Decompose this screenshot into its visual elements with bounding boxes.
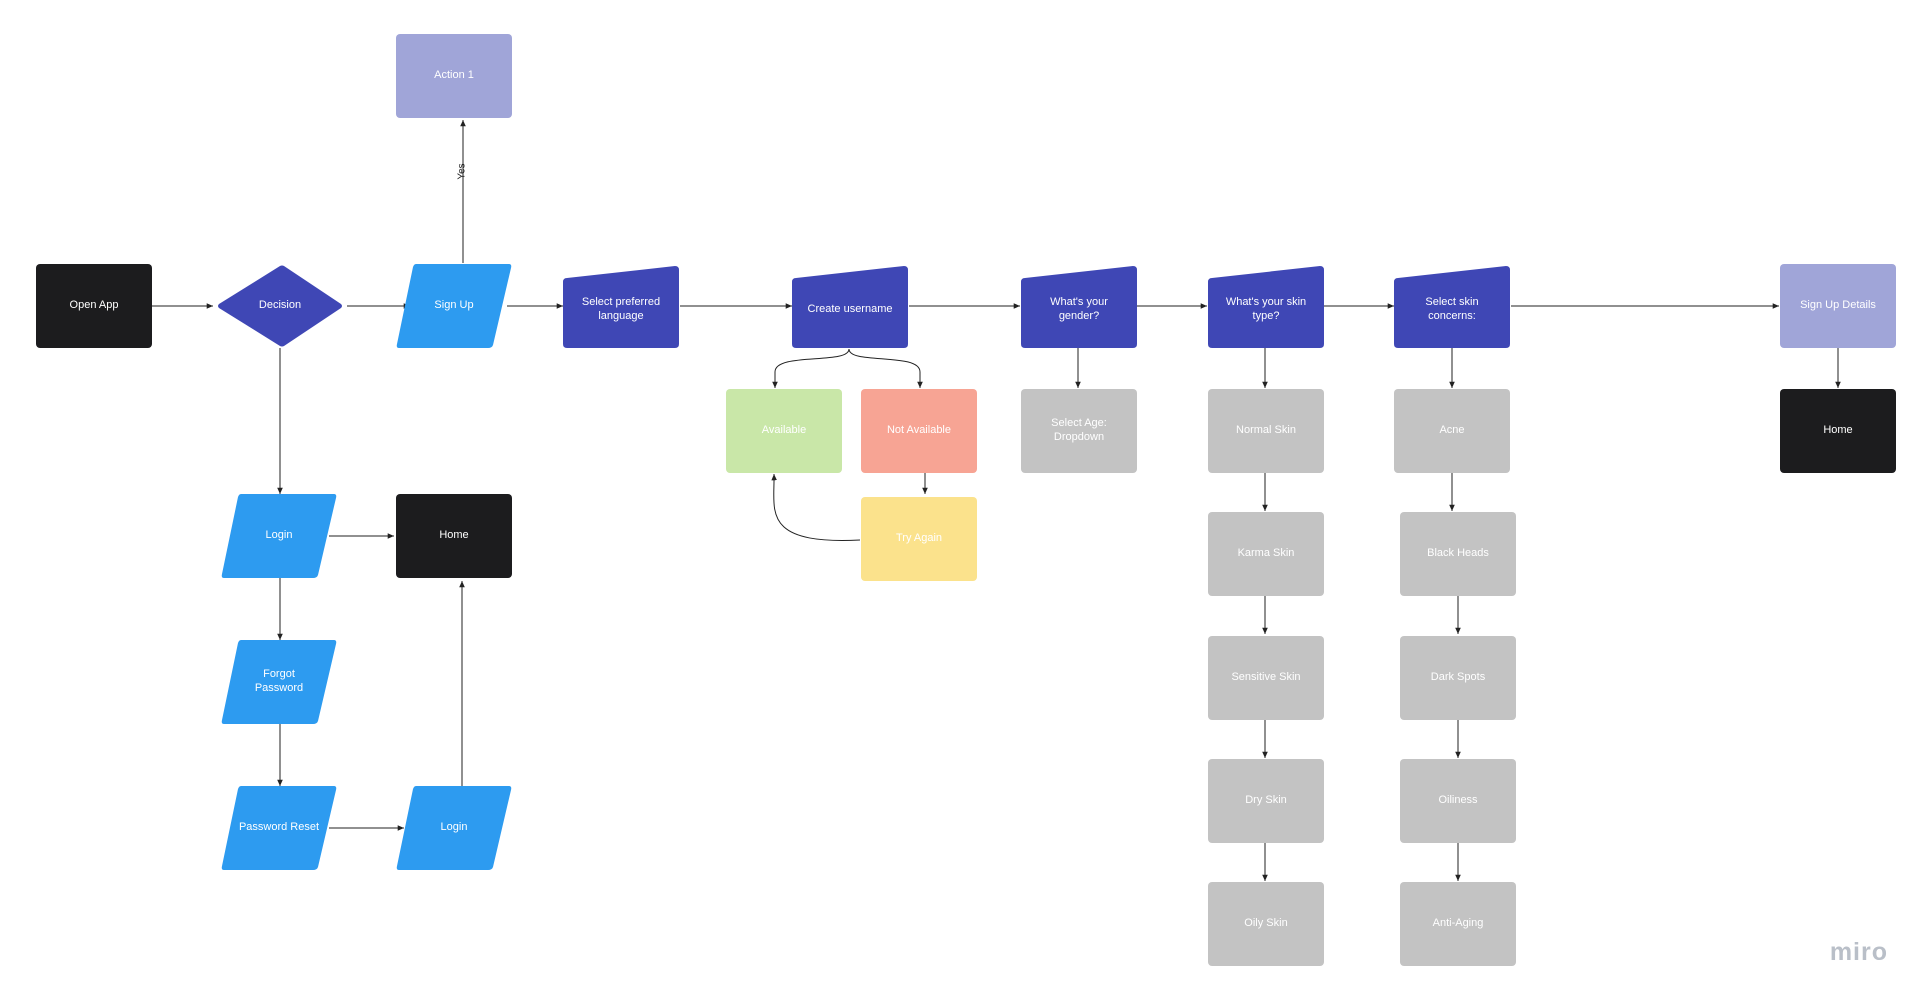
node-not-available-label: Not Available: [886, 424, 951, 437]
edge-tryagain-available: [771, 473, 861, 541]
node-skin-type[interactable]: What's your skin type?: [1208, 264, 1324, 348]
node-acne-label: Acne: [1439, 424, 1465, 437]
diamond-shape: [218, 265, 342, 347]
node-oily-skin[interactable]: Oily Skin: [1208, 882, 1324, 966]
node-not-available[interactable]: Not Available: [861, 389, 977, 473]
node-sensitive-skin-label: Sensitive Skin: [1231, 671, 1301, 684]
node-available[interactable]: Available: [726, 389, 842, 473]
node-oily-skin-label: Oily Skin: [1244, 917, 1288, 930]
edge-label-yes: Yes: [456, 163, 468, 180]
node-open-app[interactable]: Open App: [36, 264, 152, 348]
node-login-after-reset-label: Login: [440, 821, 468, 834]
node-select-language[interactable]: Select preferred language: [563, 264, 679, 348]
node-skin-type-label: What's your skin type?: [1225, 296, 1307, 322]
node-anti-aging-label: Anti-Aging: [1432, 917, 1484, 930]
node-anti-aging[interactable]: Anti-Aging: [1400, 882, 1516, 966]
manual-input-shape: [1021, 266, 1137, 348]
node-sign-up-details-label: Sign Up Details: [1800, 299, 1876, 312]
node-select-language-label: Select preferred language: [581, 296, 661, 322]
node-password-reset-label: Password Reset: [238, 821, 320, 834]
node-home-login[interactable]: Home: [396, 494, 512, 578]
node-home-login-label: Home: [439, 529, 469, 542]
node-create-username[interactable]: Create username: [792, 264, 908, 348]
node-select-age-label: Select Age: Dropdown: [1051, 417, 1107, 443]
node-action-1-label: Action 1: [434, 69, 474, 82]
parallelogram-shape: [396, 264, 512, 348]
parallelogram-shape: [221, 494, 337, 578]
node-black-heads[interactable]: Black Heads: [1400, 512, 1516, 596]
node-gender[interactable]: What's your gender?: [1021, 264, 1137, 348]
node-try-again-label: Try Again: [895, 532, 943, 545]
node-sign-up-label: Sign Up: [434, 299, 474, 312]
node-skin-concerns-label: Select skin concerns:: [1425, 296, 1479, 322]
node-sign-up-details[interactable]: Sign Up Details: [1780, 264, 1896, 348]
node-open-app-label: Open App: [69, 299, 119, 312]
node-dark-spots-label: Dark Spots: [1430, 671, 1486, 684]
node-oiliness[interactable]: Oiliness: [1400, 759, 1516, 843]
parallelogram-shape: [221, 640, 337, 724]
manual-input-shape: [1208, 266, 1324, 348]
manual-input-shape: [1394, 266, 1510, 348]
node-password-reset[interactable]: Password Reset: [221, 786, 337, 870]
edge-username-available: [772, 348, 850, 388]
manual-input-shape: [792, 266, 908, 348]
node-normal-skin-label: Normal Skin: [1236, 424, 1296, 437]
node-try-again[interactable]: Try Again: [861, 497, 977, 581]
node-dark-spots[interactable]: Dark Spots: [1400, 636, 1516, 720]
node-decision[interactable]: Decision: [215, 264, 345, 348]
node-home-right-label: Home: [1823, 424, 1853, 437]
node-gender-label: What's your gender?: [1050, 296, 1108, 322]
node-forgot-password[interactable]: Forgot Password: [221, 640, 337, 724]
node-home-right[interactable]: Home: [1780, 389, 1896, 473]
node-decision-label: Decision: [258, 299, 302, 312]
parallelogram-shape: [221, 786, 337, 870]
node-skin-concerns[interactable]: Select skin concerns:: [1394, 264, 1510, 348]
node-sign-up[interactable]: Sign Up: [396, 264, 512, 348]
node-karma-skin[interactable]: Karma Skin: [1208, 512, 1324, 596]
node-select-age[interactable]: Select Age: Dropdown: [1021, 389, 1137, 473]
manual-input-shape: [563, 266, 679, 348]
node-action-1[interactable]: Action 1: [396, 34, 512, 118]
edge-username-notavailable: [848, 348, 923, 388]
node-oiliness-label: Oiliness: [1438, 794, 1478, 807]
node-login-label: Login: [265, 529, 293, 542]
node-black-heads-label: Black Heads: [1427, 547, 1489, 560]
node-dry-skin[interactable]: Dry Skin: [1208, 759, 1324, 843]
node-available-label: Available: [761, 424, 807, 437]
node-login[interactable]: Login: [221, 494, 337, 578]
node-acne[interactable]: Acne: [1394, 389, 1510, 473]
node-create-username-label: Create username: [807, 303, 893, 316]
node-login-after-reset[interactable]: Login: [396, 786, 512, 870]
node-sensitive-skin[interactable]: Sensitive Skin: [1208, 636, 1324, 720]
parallelogram-shape: [396, 786, 512, 870]
node-normal-skin[interactable]: Normal Skin: [1208, 389, 1324, 473]
node-forgot-password-label: Forgot Password: [254, 668, 304, 694]
node-dry-skin-label: Dry Skin: [1245, 794, 1287, 807]
miro-logo: miro: [1829, 938, 1888, 966]
node-karma-skin-label: Karma Skin: [1237, 547, 1295, 560]
